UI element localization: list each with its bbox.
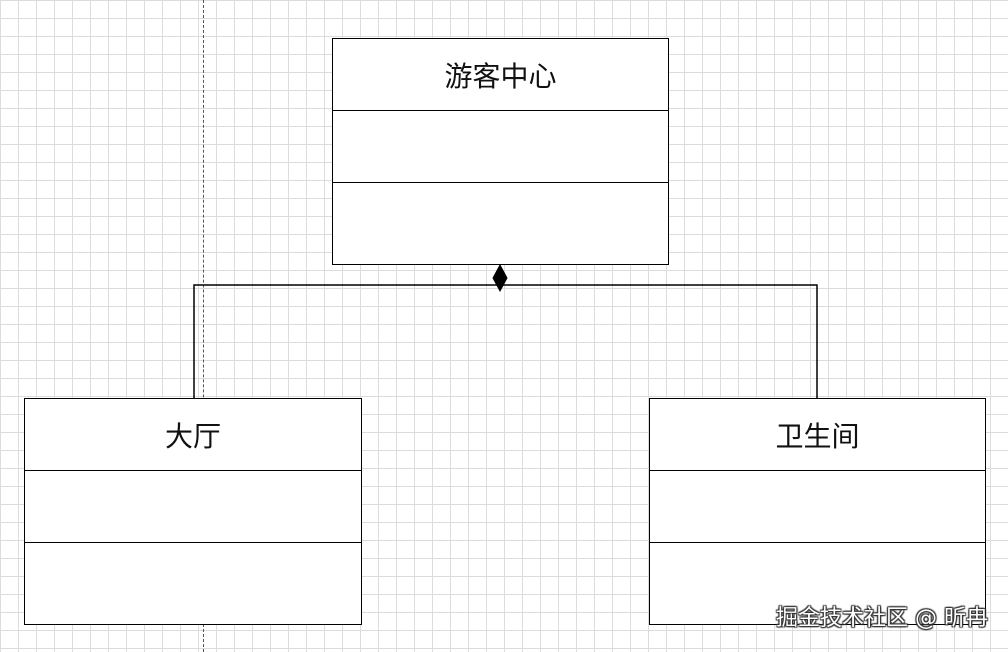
connector-line-left: [193, 284, 500, 398]
class-operations-section: [25, 543, 361, 624]
connector-line-right: [500, 284, 818, 398]
class-box-visitor-center[interactable]: 游客中心: [332, 38, 669, 265]
class-attributes-section: [650, 471, 985, 543]
class-box-restroom[interactable]: 卫生间: [649, 398, 986, 625]
class-operations-section: [333, 183, 668, 264]
watermark: 掘金技术社区 @ 昕冉: [776, 606, 988, 631]
class-attributes-section: [333, 111, 668, 183]
class-name: 大厅: [25, 399, 361, 471]
class-name: 卫生间: [650, 399, 985, 471]
class-box-hall[interactable]: 大厅: [24, 398, 362, 625]
class-name: 游客中心: [333, 39, 668, 111]
class-attributes-section: [25, 471, 361, 543]
composition-diamond-icon: [492, 263, 508, 293]
